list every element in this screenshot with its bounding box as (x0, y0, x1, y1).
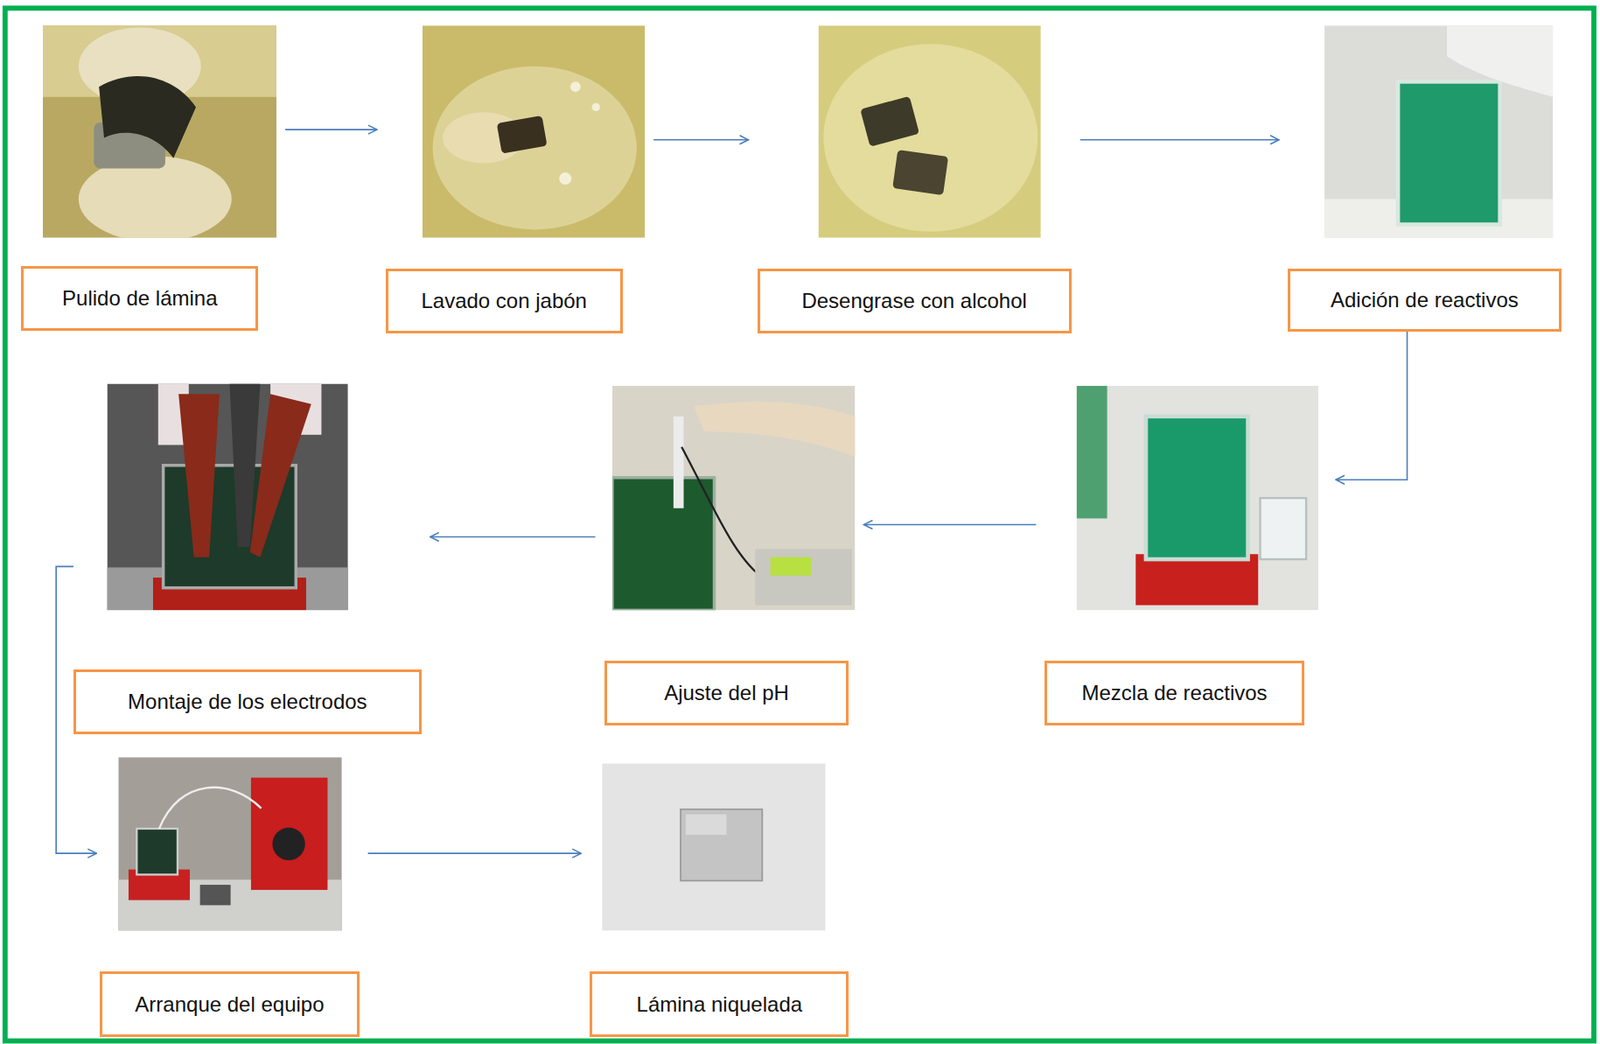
photo-ph-adjust (612, 385, 856, 611)
photo-degreasing (817, 25, 1041, 238)
photo-ground (118, 756, 342, 930)
green-beaker (612, 477, 715, 611)
ph-display (770, 557, 812, 576)
label-box: Mezcla de reactivos (1044, 660, 1304, 727)
process-step: Lavado con jabón (385, 25, 645, 334)
bubble (592, 103, 601, 112)
process-step: Ajuste del pH (604, 385, 856, 726)
step-label: Arranque del equipo (134, 992, 324, 1017)
clamp (178, 393, 220, 558)
ph-meter (754, 548, 853, 605)
photo-nickel-plate (601, 762, 825, 930)
label-box: Lámina niquelada (589, 971, 849, 1037)
glove-hand (78, 155, 232, 242)
step-label: Lavado con jabón (420, 288, 587, 314)
label-box: Montaje de los electrodos (73, 669, 422, 734)
process-step: Arranque del equipo (99, 757, 359, 1038)
flow-arrow (1335, 331, 1407, 480)
polishing-sheet (98, 76, 196, 159)
arm-hand (693, 401, 855, 458)
photo-electrode-setup (106, 383, 348, 610)
flow-arrow (285, 128, 378, 131)
photo-ground (106, 383, 348, 610)
photo-washing (422, 25, 645, 238)
glass-beaker (1260, 497, 1307, 559)
photo-adding-reagents (1324, 25, 1553, 238)
photo-ground (1324, 25, 1553, 238)
side-beaker (1076, 385, 1108, 519)
nickel-plate (680, 809, 762, 881)
step-label: Mezcla de reactivos (1082, 680, 1268, 706)
bowl (823, 43, 1038, 232)
step-label: Montaje de los electrodos (127, 689, 368, 714)
photo-polishing (42, 25, 277, 242)
step-label: Desengrase con alcohol (801, 288, 1028, 314)
ph-electrode (673, 416, 685, 509)
green-beaker (1397, 81, 1501, 224)
metal-piece (496, 115, 548, 154)
bubble (570, 81, 581, 92)
cable (681, 447, 766, 580)
plate-shine (685, 814, 727, 835)
flow-arrow (368, 852, 582, 854)
clamp (250, 393, 312, 558)
label-box: Lavado con jabón (385, 268, 623, 335)
step-label: Pulido de lámina (62, 286, 217, 311)
photo-ground (601, 762, 825, 930)
label-box: Desengrase con alcohol (757, 268, 1072, 335)
label-box: Adición de reactivos (1287, 268, 1562, 332)
metal-piece (859, 96, 920, 147)
photo-ground (422, 25, 645, 238)
bubble (558, 172, 572, 185)
power-supply (251, 777, 328, 890)
outer-frame (5, 7, 1594, 1041)
flow-arrow (430, 536, 596, 538)
process-step: Desengrase con alcohol (757, 25, 1072, 334)
glove-hand (1446, 25, 1553, 98)
photo-ground (1076, 385, 1319, 611)
stirrer-base (1135, 553, 1258, 605)
step-label: Lámina niquelada (636, 992, 803, 1017)
flow-arrow (1080, 139, 1279, 141)
dial (272, 827, 305, 860)
label-box: Arranque del equipo (99, 971, 359, 1037)
step-label: Ajuste del pH (663, 680, 790, 706)
photo-mixing (1076, 385, 1319, 611)
plate (200, 884, 231, 905)
process-step: Mezcla de reactivos (1044, 385, 1319, 726)
bowl (433, 66, 637, 231)
photo-ground (817, 25, 1041, 238)
flow-arrow (863, 524, 1036, 526)
process-step: Pulido de lámina (20, 25, 277, 331)
label-box: Pulido de lámina (20, 265, 259, 330)
metal-piece (892, 149, 949, 196)
photo-ground (612, 385, 856, 611)
label-box: Ajuste del pH (604, 660, 850, 727)
process-step: Montaje de los electrodos (73, 384, 422, 734)
green-beaker (1145, 416, 1249, 559)
photo-equipment-start (118, 756, 342, 930)
beaker (136, 828, 178, 874)
process-step: Lámina niquelada (589, 763, 849, 1038)
flow-arrow (653, 139, 748, 141)
process-step: Adición de reactivos (1287, 25, 1562, 332)
wire (159, 787, 262, 829)
step-label: Adición de reactivos (1330, 287, 1519, 313)
